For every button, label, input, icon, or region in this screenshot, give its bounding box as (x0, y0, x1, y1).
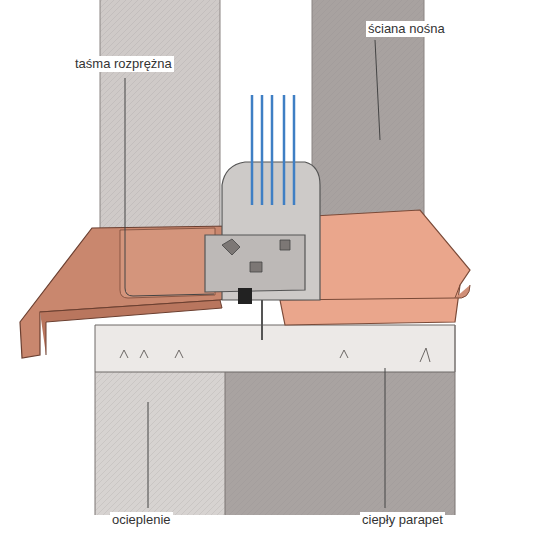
glazing (252, 95, 294, 205)
outer-wall-upper (100, 0, 220, 232)
leader-line (125, 40, 385, 508)
part-label: ściana nośna (366, 21, 447, 37)
part-label: ciepły parapet (360, 512, 445, 528)
part-label: taśma rozprężna (73, 56, 174, 72)
warm-sill-profile (95, 325, 455, 372)
part-label: ocieplenie (110, 512, 173, 528)
seal (238, 288, 252, 304)
expansion-tape (120, 228, 215, 298)
